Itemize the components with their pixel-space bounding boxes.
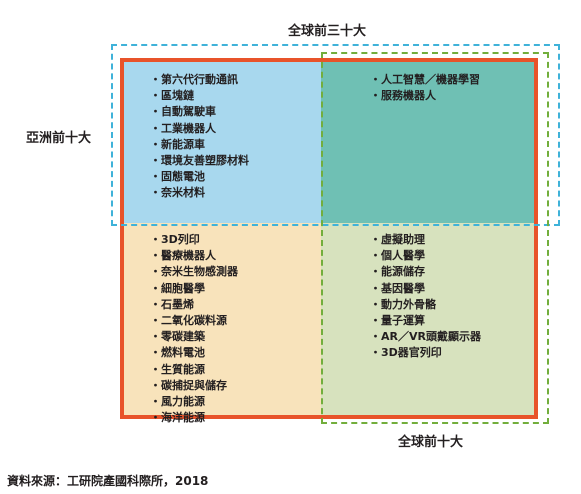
list-item: 奈米材料 [150, 185, 249, 201]
list-item: 石墨烯 [150, 297, 238, 313]
global-top30-label: 全球前三十大 [288, 24, 367, 39]
list-item: 服務機器人 [370, 88, 480, 104]
list-item: 環境友善塑膠材料 [150, 153, 249, 169]
list-item: 3D列印 [150, 232, 238, 248]
list-item: 固態電池 [150, 169, 249, 185]
list-item: 燃料電池 [150, 345, 238, 361]
list-top-right: 人工智慧／機器學習服務機器人 [370, 72, 480, 104]
list-item: 人工智慧／機器學習 [370, 72, 480, 88]
list-item: 基因醫學 [370, 281, 481, 297]
list-item: 工業機器人 [150, 121, 249, 137]
list-item: 細胞醫學 [150, 281, 238, 297]
list-item: 海洋能源 [150, 410, 238, 426]
list-item: 風力能源 [150, 394, 238, 410]
list-item: 個人醫學 [370, 248, 481, 264]
list-item: 碳捕捉與儲存 [150, 378, 238, 394]
list-top-left: 第六代行動通訊區塊鏈自動駕駛車工業機器人新能源車環境友善塑膠材料固態電池奈米材料 [150, 72, 249, 202]
global-top10-frame [321, 52, 549, 424]
list-item: 奈米生物感測器 [150, 264, 238, 280]
asia-top10-label: 亞洲前十大 [26, 131, 92, 146]
list-item: 二氧化碳料源 [150, 313, 238, 329]
list-item: 醫療機器人 [150, 248, 238, 264]
list-item: 零碳建築 [150, 329, 238, 345]
asia-top10-frame [120, 58, 538, 419]
list-item: 新能源車 [150, 137, 249, 153]
global-top30-frame [111, 44, 560, 226]
global-top10-label: 全球前十大 [398, 435, 464, 450]
source-note: 資料來源：工研院產國科際所，2018 [7, 474, 209, 488]
list-item: 虛擬助理 [370, 232, 481, 248]
list-item: 能源儲存 [370, 264, 481, 280]
list-item: 量子運算 [370, 313, 481, 329]
list-item: 生質能源 [150, 362, 238, 378]
list-item: 動力外骨骼 [370, 297, 481, 313]
list-item: 第六代行動通訊 [150, 72, 249, 88]
list-item: 區塊鏈 [150, 88, 249, 104]
list-bottom-left: 3D列印醫療機器人奈米生物感測器細胞醫學石墨烯二氧化碳料源零碳建築燃料電池生質能… [150, 232, 238, 426]
list-item: 3D器官列印 [370, 345, 481, 361]
list-item: 自動駕駛車 [150, 104, 249, 120]
list-item: AR／VR頭戴顯示器 [370, 329, 481, 345]
list-bottom-right: 虛擬助理個人醫學能源儲存基因醫學動力外骨骼量子運算AR／VR頭戴顯示器3D器官列… [370, 232, 481, 362]
